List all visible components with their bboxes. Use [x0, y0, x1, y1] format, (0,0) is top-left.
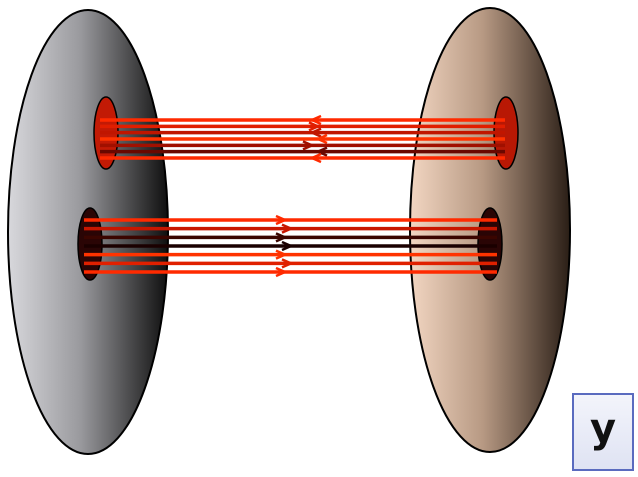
diagram-label: y	[590, 409, 616, 449]
label-box: y	[572, 393, 634, 471]
